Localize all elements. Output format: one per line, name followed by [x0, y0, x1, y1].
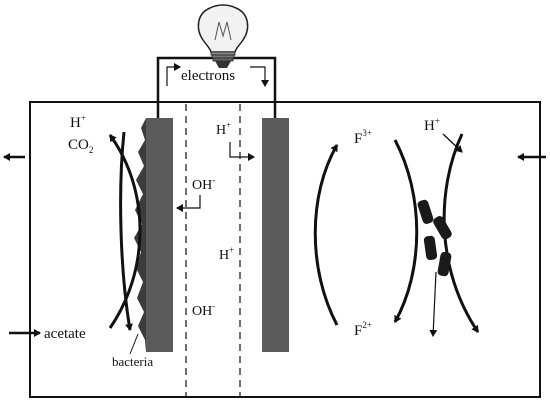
fe-curve-left — [313, 144, 339, 326]
bacteria-label: bacteria — [112, 354, 153, 369]
electron-arrow-left — [166, 63, 181, 86]
anode-curve-inner — [119, 131, 133, 331]
anode-electrode — [146, 118, 173, 352]
fe3-label: F3+ — [354, 128, 372, 147]
particle — [417, 199, 434, 224]
oh-bottom-label: OH- — [192, 301, 215, 319]
bacteria-pointer — [129, 333, 139, 355]
particle — [423, 235, 438, 261]
electrons-label: electrons — [181, 68, 235, 84]
fe2-label: F2+ — [354, 320, 372, 339]
fe-curve-right — [393, 139, 419, 323]
particle — [433, 216, 452, 240]
co2-label: CO2 — [68, 137, 93, 155]
oh-top-label: OH- — [192, 175, 215, 193]
hplus-right-label: H+ — [424, 116, 440, 134]
oh-transfer-arrow — [176, 195, 201, 212]
acetate-label: acetate — [44, 326, 86, 342]
hplus-center-mid-label: H+ — [219, 245, 234, 263]
particle — [437, 251, 452, 277]
settling-arrow — [429, 271, 438, 337]
light-bulb-icon — [197, 4, 249, 68]
hplus-transfer-arrow — [229, 142, 255, 161]
hplus-center-top-label: H+ — [216, 120, 231, 138]
hplus-right-arrow — [442, 133, 463, 153]
hplus-left-label: H+ — [70, 113, 86, 131]
cathode-electrode — [262, 118, 289, 352]
tank-outline — [29, 101, 541, 398]
electron-arrow-right — [250, 66, 269, 87]
particles — [417, 199, 452, 277]
